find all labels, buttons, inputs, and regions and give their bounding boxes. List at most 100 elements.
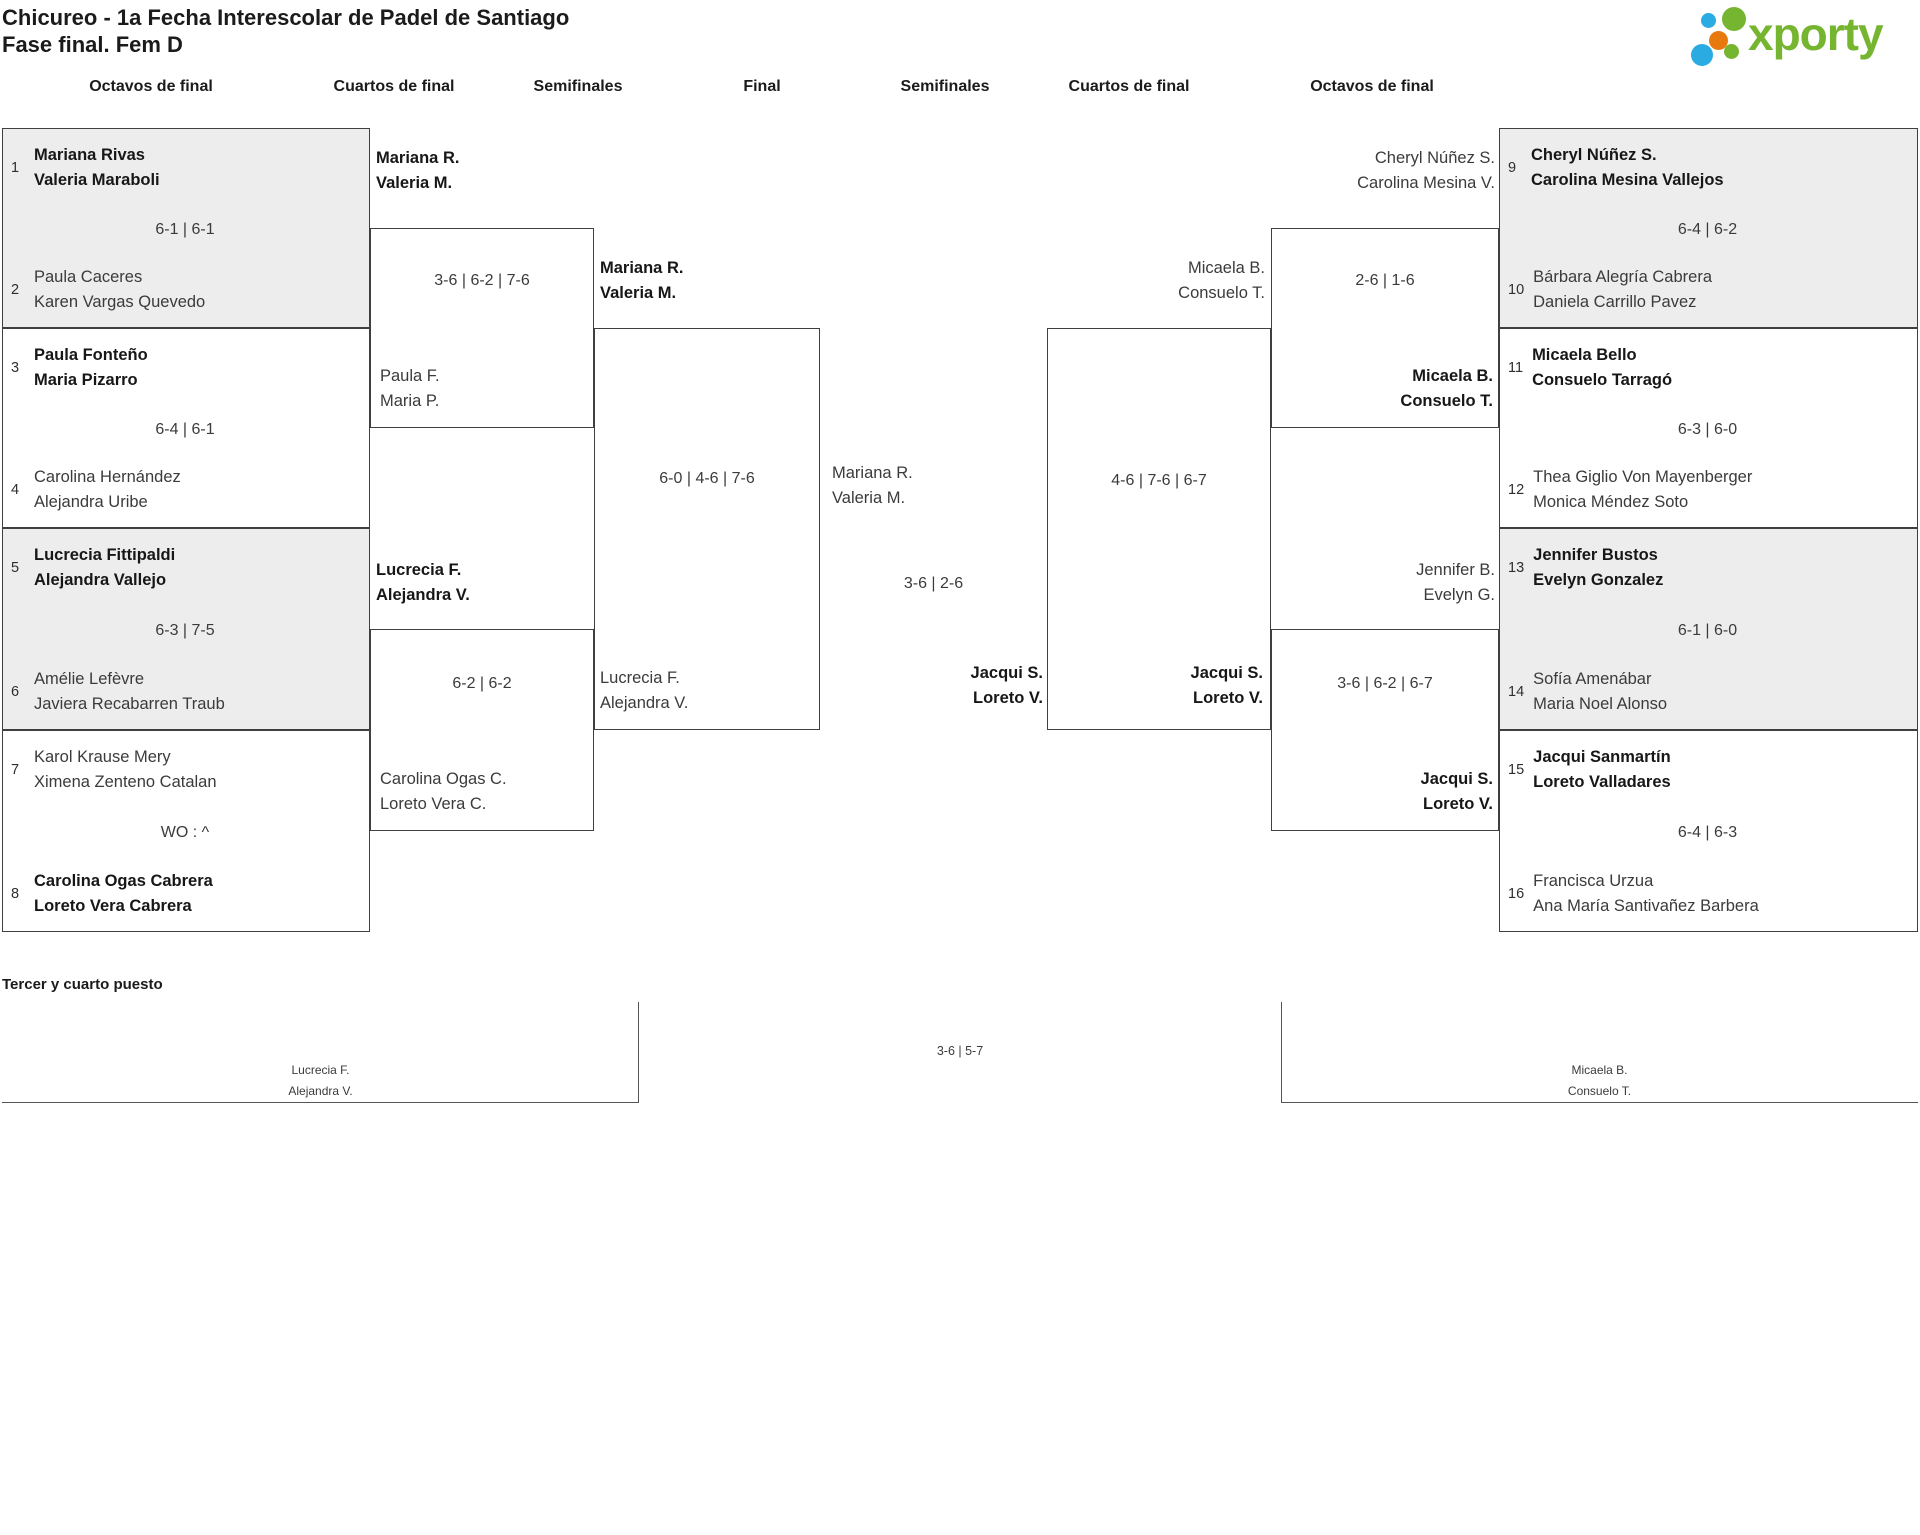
team-name: Bárbara Alegría Cabrera Daniela Carrillo… — [1533, 265, 1712, 315]
player-name: Alejandra V. — [288, 1084, 353, 1098]
player-name: Mariana Rivas — [34, 146, 145, 164]
player-name: Micaela B. — [1412, 367, 1493, 385]
player-name: Monica Méndez Soto — [1533, 493, 1689, 511]
team-name: Mariana R. Valeria M. — [376, 146, 459, 196]
round-header-cuartos-right: Cuartos de final — [1068, 78, 1190, 95]
match-box-13-14: 13 Jennifer Bustos Evelyn Gonzalez 6-1 |… — [1499, 528, 1918, 730]
player-name: Micaela B. — [1571, 1063, 1628, 1077]
third-place-right-bracket-line — [1281, 1002, 1918, 1103]
round-header-octavos-right: Octavos de final — [1310, 78, 1434, 95]
match-score: 3-6 | 5-7 — [936, 1044, 984, 1058]
player-name: Jacqui S. — [970, 664, 1043, 682]
team-row: 1 Mariana Rivas Valeria Maraboli — [11, 143, 359, 193]
team-name: Paula Fonteño Maria Pizarro — [34, 343, 148, 393]
team-name: Carolina Ogas Cabrera Loreto Vera Cabrer… — [34, 869, 213, 919]
player-name: Karol Krause Mery — [34, 748, 171, 766]
player-name: Valeria Maraboli — [34, 171, 160, 189]
team-name: Carolina Ogas C. Loreto Vera C. — [380, 767, 507, 817]
seed-number: 14 — [1508, 684, 1525, 700]
page-title: Chicureo - 1a Fecha Interescolar de Pade… — [2, 5, 570, 30]
player-name: Paula Fonteño — [34, 346, 148, 364]
player-name: Lucrecia F. — [291, 1063, 350, 1077]
quarterfinal-left-bottom-box — [370, 629, 594, 831]
logo-dot-orange-icon — [1709, 31, 1728, 50]
logo-dot-blue-big-icon — [1691, 44, 1713, 66]
third-place-heading: Tercer y cuarto puesto — [2, 976, 163, 993]
seed-number: 11 — [1508, 360, 1524, 376]
team-row: 11 Micaela Bello Consuelo Tarragó — [1508, 343, 1907, 393]
team-name: Mariana R. Valeria M. — [600, 256, 683, 306]
team-name: Paula F. Maria P. — [380, 364, 440, 414]
match-box-5-6: 5 Lucrecia Fittipaldi Alejandra Vallejo … — [2, 528, 370, 730]
match-box-3-4: 3 Paula Fonteño Maria Pizarro 6-4 | 6-1 … — [2, 328, 370, 528]
player-name: Carolina Hernández — [34, 468, 181, 486]
logo-dot-green-small-icon — [1724, 44, 1739, 59]
player-name: Alejandra V. — [376, 586, 470, 604]
team-name: Mariana Rivas Valeria Maraboli — [34, 143, 160, 193]
team-name: Lucrecia F. Alejandra V. — [376, 558, 470, 608]
player-name: Sofía Amenábar — [1533, 670, 1652, 688]
player-name: Cheryl Núñez S. — [1531, 146, 1657, 164]
player-name: Valeria M. — [832, 489, 906, 507]
team-name: Thea Giglio Von Mayenberger Monica Ménde… — [1533, 465, 1752, 515]
team-row: 7 Karol Krause Mery Ximena Zenteno Catal… — [11, 745, 359, 795]
third-place-left-bracket-line — [2, 1002, 639, 1103]
player-name: Cheryl Núñez S. — [1374, 149, 1495, 167]
player-name: Micaela B. — [1187, 259, 1265, 277]
player-name: Karen Vargas Quevedo — [34, 293, 206, 311]
xporty-logo[interactable]: xporty — [1690, 6, 1918, 68]
team-name: Carolina Hernández Alejandra Uribe — [34, 465, 181, 515]
team-name: Lucrecia Fittipaldi Alejandra Vallejo — [34, 543, 175, 593]
team-name: Cheryl Núñez S. Carolina Mesina V. — [1271, 146, 1495, 196]
player-name: Paula F. — [380, 367, 440, 385]
team-row: 9 Cheryl Núñez S. Carolina Mesina Vallej… — [1508, 143, 1907, 193]
player-name: Lucrecia F. — [600, 669, 680, 687]
team-name: Amélie Lefèvre Javiera Recabarren Traub — [34, 667, 225, 717]
player-name: Maria Pizarro — [34, 371, 138, 389]
player-name: Jacqui Sanmartín — [1533, 748, 1671, 766]
team-row: 16 Francisca Urzua Ana María Santivañez … — [1508, 869, 1907, 919]
team-name: Jacqui S. Loreto V. — [1271, 767, 1493, 817]
match-score: 6-3 | 7-5 — [155, 621, 215, 639]
match-score: 6-4 | 6-2 — [1677, 220, 1738, 238]
team-name: Francisca Urzua Ana María Santivañez Bar… — [1533, 869, 1759, 919]
quarterfinal-right-bottom-box — [1271, 629, 1499, 831]
player-name: Amélie Lefèvre — [34, 670, 145, 688]
team-name: Mariana R. Valeria M. — [832, 461, 913, 511]
round-header-semis-right: Semifinales — [900, 78, 990, 95]
player-name: Jacqui S. — [1420, 770, 1493, 788]
team-name: Cheryl Núñez S. Carolina Mesina Vallejos — [1531, 143, 1724, 193]
team-row: 14 Sofía Amenábar Maria Noel Alonso — [1508, 667, 1907, 717]
player-name: Valeria M. — [376, 174, 453, 192]
team-name: Lucrecia F. Alejandra V. — [600, 666, 688, 716]
semifinal-left-box — [594, 328, 820, 730]
team-row: 5 Lucrecia Fittipaldi Alejandra Vallejo — [11, 543, 359, 593]
seed-number: 4 — [11, 482, 20, 498]
match-score: 6-1 | 6-1 — [155, 220, 215, 238]
player-name: Lucrecia Fittipaldi — [34, 546, 176, 564]
match-score: 3-6 | 6-2 | 7-6 — [434, 272, 530, 289]
seed-number: 6 — [11, 684, 20, 700]
player-name: Loreto Vera C. — [380, 795, 487, 813]
team-name: Sofía Amenábar Maria Noel Alonso — [1533, 667, 1667, 717]
player-name: Ximena Zenteno Catalan — [34, 773, 217, 791]
team-name: Jacqui Sanmartín Loreto Valladares — [1533, 745, 1671, 795]
team-row: 15 Jacqui Sanmartín Loreto Valladares — [1508, 745, 1907, 795]
match-box-7-8: 7 Karol Krause Mery Ximena Zenteno Catal… — [2, 730, 370, 932]
team-name: Jacqui S. Loreto V. — [1047, 661, 1263, 711]
match-box-9-10: 9 Cheryl Núñez S. Carolina Mesina Vallej… — [1499, 128, 1918, 328]
player-name: Lucrecia F. — [376, 561, 462, 579]
player-name: Loreto V. — [973, 689, 1043, 707]
round-header-octavos-left: Octavos de final — [89, 78, 213, 95]
team-name: Micaela B. Consuelo T. — [1271, 364, 1493, 414]
team-row: 8 Carolina Ogas Cabrera Loreto Vera Cabr… — [11, 869, 359, 919]
semifinal-right-box — [1047, 328, 1271, 730]
player-name: Jennifer B. — [1416, 561, 1495, 579]
seed-number: 3 — [11, 360, 20, 376]
player-name: Valeria M. — [600, 284, 677, 302]
match-score: 2-6 | 1-6 — [1355, 272, 1415, 289]
player-name: Mariana R. — [376, 149, 460, 167]
player-name: Consuelo T. — [1400, 392, 1493, 410]
seed-number: 10 — [1508, 282, 1525, 298]
